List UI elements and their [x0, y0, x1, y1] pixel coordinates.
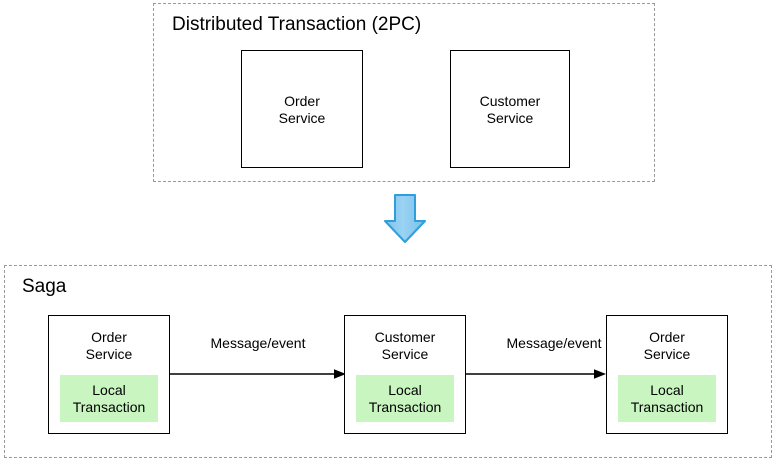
local-transaction-label: Local Transaction — [368, 381, 442, 415]
service-label-order-service-saga-2: Order Service — [643, 329, 691, 362]
service-box-customer-service-2pc[interactable]: Customer Service — [450, 50, 570, 168]
group-distributed-transaction — [153, 3, 655, 182]
local-transaction-order-service-saga-2: Local Transaction — [618, 375, 716, 422]
edge-arrow-1 — [170, 369, 346, 379]
service-box-customer-service-saga[interactable]: Customer Service Local Transaction — [344, 315, 466, 434]
evolution-down-arrow-icon — [384, 194, 426, 243]
local-transaction-order-service-saga-1: Local Transaction — [60, 375, 158, 422]
group-title-distributed-transaction: Distributed Transaction (2PC) — [172, 14, 422, 35]
local-transaction-label: Local Transaction — [72, 381, 146, 415]
service-label-order-service-2pc: Order Service — [278, 93, 326, 126]
edge-label-message-event-2: Message/event — [506, 335, 602, 351]
group-title-saga: Saga — [22, 276, 67, 297]
service-label-customer-service-saga: Customer Service — [374, 329, 436, 362]
edge-label-message-event-1: Message/event — [210, 335, 306, 351]
service-box-order-service-saga-1[interactable]: Order Service Local Transaction — [48, 315, 170, 434]
edge-arrow-2 — [466, 369, 606, 379]
service-label-customer-service-2pc: Customer Service — [479, 93, 541, 126]
service-box-order-service-2pc[interactable]: Order Service — [241, 50, 363, 168]
service-label-order-service-saga-1: Order Service — [85, 329, 133, 362]
service-box-order-service-saga-2[interactable]: Order Service Local Transaction — [606, 315, 728, 434]
local-transaction-label: Local Transaction — [630, 381, 704, 415]
local-transaction-customer-service-saga: Local Transaction — [356, 375, 454, 422]
group-saga — [4, 265, 772, 458]
